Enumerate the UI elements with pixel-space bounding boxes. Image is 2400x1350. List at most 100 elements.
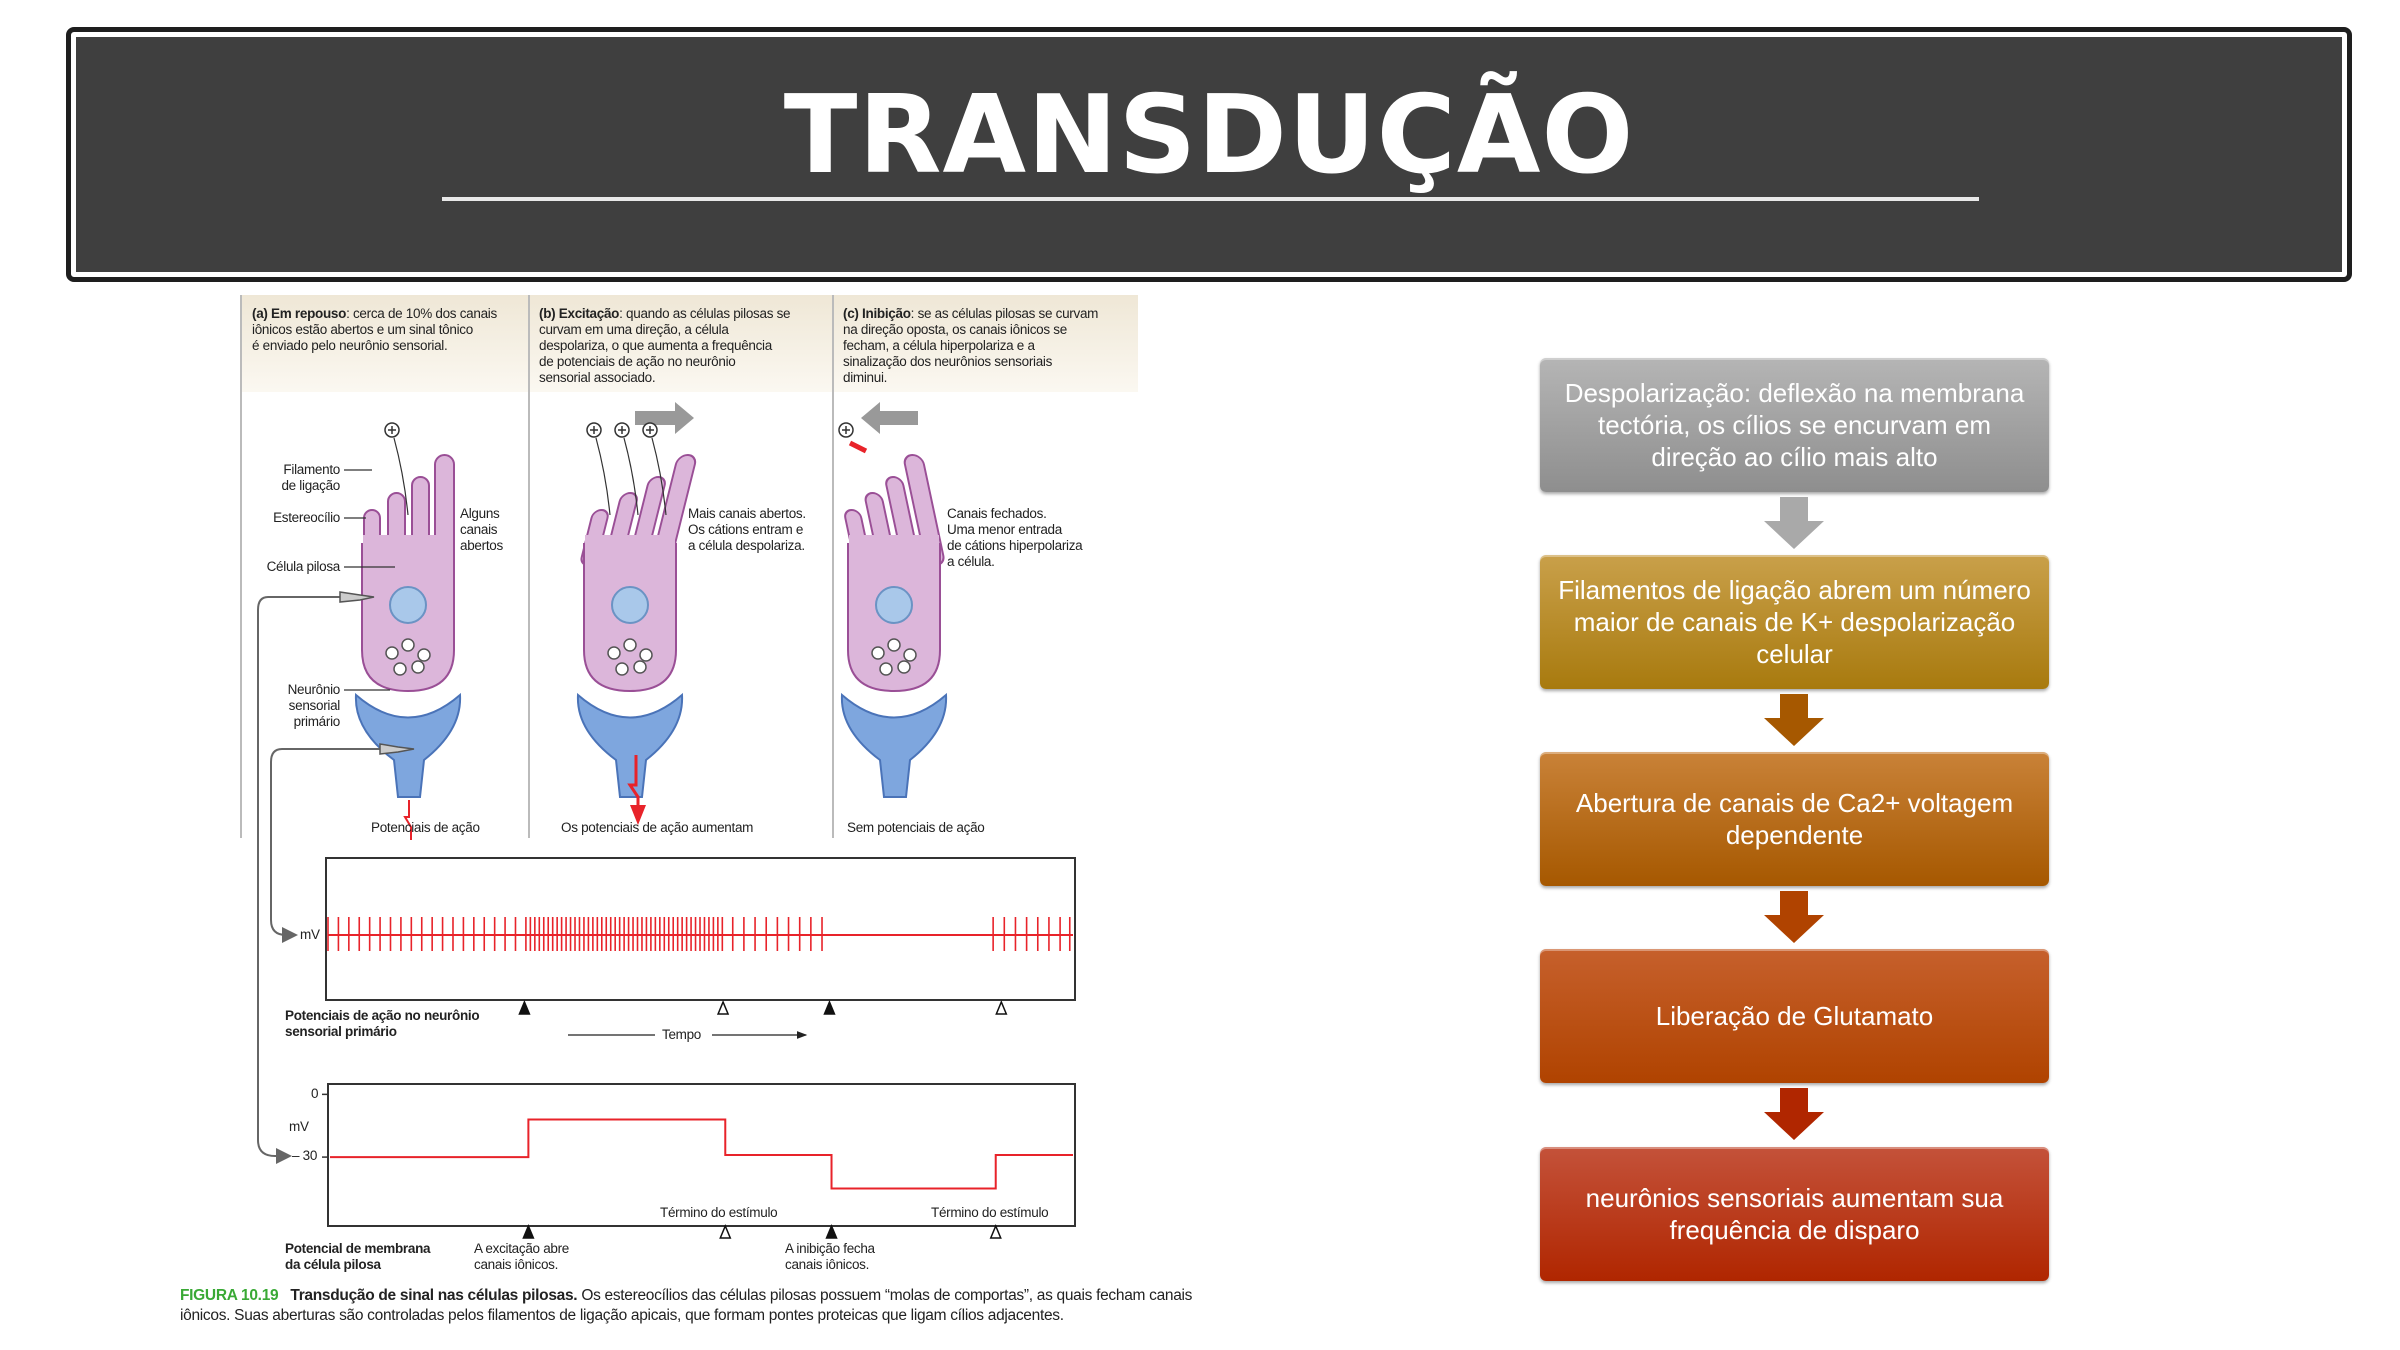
flow-step-text: Despolarização: deflexão na membrana tec… [1564, 378, 2025, 472]
spike-chart-title: Potenciais de ação no neurônio sensorial… [285, 1008, 480, 1039]
panel-a-title: (a) Em repouso [252, 306, 347, 321]
flow-step-text: Abertura de canais de Ca2+ voltagem depe… [1575, 788, 2014, 850]
vesicle-icon [639, 648, 653, 662]
panel-b-title: (b) Excitação [539, 306, 620, 321]
cell-apex [585, 535, 675, 549]
membrane-chart-title: Potencial de membrana da célula pilosa [285, 1241, 431, 1272]
hair-cell-electrode-icon [339, 591, 375, 603]
panel-c-title: (c) Inibição [843, 306, 911, 321]
panel-b-description: : quando as células pilosas se curvam em… [539, 306, 791, 385]
sensory-neuron-b [576, 692, 684, 798]
down-arrow-icon [1764, 694, 1824, 746]
arrow-shape [1764, 497, 1824, 549]
spike-train [327, 917, 1073, 951]
stimulus-start-marker [825, 1224, 838, 1239]
flow-step-5: neurônios sensoriais aumentam sua frequê… [1540, 1147, 2049, 1281]
flow-step-text: Filamentos de ligação abrem um número ma… [1558, 575, 2031, 669]
flow-step-3: Abertura de canais de Ca2+ voltagem depe… [1540, 752, 2049, 886]
flow-step-4: Liberação de Glutamato [1540, 949, 2049, 1083]
bend-right-arrow-icon [635, 402, 694, 434]
spike-chart-ylabel: mV [300, 927, 320, 942]
membrane-potential-trace [330, 1118, 1073, 1190]
stimulus-end-label-2: Término do estímulo [931, 1205, 1049, 1220]
stimulus-end-marker [989, 1224, 1002, 1239]
stimulus-end-marker [995, 1000, 1008, 1015]
down-arrow-icon [1764, 891, 1824, 943]
stimulus-start-marker [522, 1224, 535, 1239]
flow-step-2: Filamentos de ligação abrem um número ma… [1540, 555, 2049, 689]
panel-a-header-bg [241, 295, 528, 392]
note-panel-b: Mais canais abertos. Os cátions entram e… [688, 506, 806, 553]
plus-sign [388, 426, 396, 434]
panel-c-header: (c) Inibição: se as células pilosas se c… [843, 306, 1137, 386]
stimulus-start-marker [823, 1000, 836, 1015]
vesicle-icon [417, 648, 431, 662]
panel-a-description: : cerca de 10% dos canais iônicos estão … [252, 306, 497, 353]
vesicle-icon [871, 646, 885, 660]
plus-sign [646, 426, 654, 434]
title-banner-fill: TRANSDUÇÃO [76, 37, 2342, 272]
label-estereocilio: Estereocílio [273, 510, 340, 525]
down-arrow-icon [1764, 497, 1824, 549]
panel-c-description: : se as células pilosas se curvam na dir… [843, 306, 1099, 385]
panel-a-header: (a) Em repouso: cerca de 10% dos canais … [252, 306, 527, 354]
arrow-shape [1764, 1088, 1824, 1140]
cation-entry-line [595, 437, 611, 516]
down-arrow-icon [1764, 1088, 1824, 1140]
vesicle-icon [633, 660, 647, 674]
panel-b-header-bg [530, 295, 832, 392]
time-axis-label: Tempo [662, 1027, 702, 1042]
action-potential-arrowhead [630, 805, 646, 825]
label-neuronio-sensorial: Neurônio sensorial primário [287, 682, 341, 729]
vesicle-icon [623, 638, 637, 652]
bend-left-arrow-icon [861, 402, 918, 434]
flow-step-text: Liberação de Glutamato [1655, 1001, 1934, 1031]
membrane-tick-0: 0 [311, 1086, 319, 1101]
sensory-neuron-a [354, 692, 462, 798]
cation-entry-line [623, 437, 639, 516]
inhibition-annotation: A inibição fecha canais iônicos. [785, 1241, 875, 1272]
stimulus-end-marker [716, 1000, 730, 1015]
result-panel-a: Potenciais de ação [371, 820, 480, 835]
vesicle-icon [401, 638, 415, 652]
label-celula-pilosa: Célula pilosa [266, 559, 341, 574]
membrane-chart-frame [327, 1083, 1076, 1227]
hair-cell-electrode-lead [257, 596, 355, 1164]
label-filamento-de-ligacao: Filamento de ligação [281, 462, 340, 493]
blocked-entry-icon [848, 440, 868, 454]
action-potential-arrow-icon [627, 755, 640, 805]
caption-text: Os estereocílios das células pilosas pos… [180, 1287, 1193, 1324]
arrow-shape [1764, 891, 1824, 943]
note-panel-c: Canais fechados. Uma menor entrada de cá… [947, 506, 1083, 569]
vesicle-icon [887, 638, 901, 652]
membrane-tick-minus30: – 30 [292, 1148, 318, 1163]
note-panel-a: Alguns canais abertos [460, 506, 503, 553]
plus-sign [842, 426, 850, 434]
stimulus-end-label-1: Término do estímulo [660, 1205, 778, 1220]
figure-caption: FIGURA 10.19 Transdução de sinal nas cél… [180, 1286, 1200, 1326]
panel-c-header-bg [834, 295, 1138, 392]
excitation-annotation: A excitação abre canais iônicos. [474, 1241, 570, 1272]
hair-cell-c [838, 422, 948, 798]
vesicle-icon [411, 660, 425, 674]
plus-sign [618, 426, 626, 434]
caption-title: Transdução de sinal nas células pilosas. [290, 1287, 578, 1304]
cation-entry-line [393, 437, 409, 516]
arrow-shape [1764, 694, 1824, 746]
panel-b-header: (b) Excitação: quando as células pilosas… [539, 306, 831, 386]
plus-sign [590, 426, 598, 434]
neuron-electrode-icon [379, 743, 415, 755]
vesicle-icon [903, 648, 917, 662]
nucleus-icon [389, 586, 427, 624]
title-underline [442, 197, 1979, 201]
caption-figure-number: FIGURA 10.19 [180, 1287, 279, 1304]
membrane-chart-ylabel: mV [289, 1119, 309, 1134]
cell-apex [363, 535, 453, 549]
vesicle-icon [615, 662, 629, 676]
flow-step-1: Despolarização: deflexão na membrana tec… [1540, 358, 2049, 492]
nucleus-icon [611, 586, 649, 624]
flow-step-text: neurônios sensoriais aumentam sua frequê… [1585, 1183, 2004, 1245]
slide-title: TRANSDUÇÃO [783, 73, 1635, 198]
vesicle-icon [393, 662, 407, 676]
